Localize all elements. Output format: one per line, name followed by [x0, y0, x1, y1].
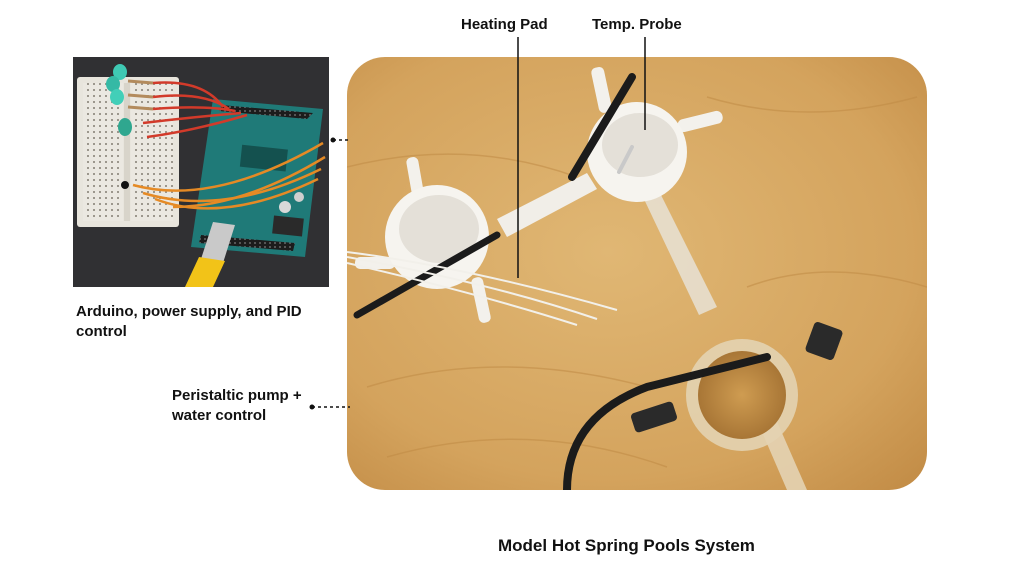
led-cluster	[106, 64, 132, 136]
figure-caption: Model Hot Spring Pools System	[498, 536, 755, 555]
breadboard	[77, 77, 179, 227]
usb-cable	[185, 222, 235, 287]
arduino-photo	[73, 57, 329, 287]
orange-wires	[132, 141, 326, 210]
resistors	[127, 79, 154, 111]
cables	[353, 73, 771, 490]
heating-pad-wires	[347, 251, 618, 326]
heating-pad-label: Heating Pad	[461, 16, 548, 33]
hot-spring-pools-photo	[347, 57, 927, 490]
arduino-label: Arduino, power supply, and PID control	[76, 303, 302, 340]
arduino-board	[191, 99, 323, 257]
temp-probe-label: Temp. Probe	[592, 16, 682, 33]
sand-ripples	[347, 96, 927, 468]
pool-top	[587, 66, 723, 202]
pool-left	[355, 157, 491, 323]
ground-dot	[121, 181, 129, 189]
red-wires	[142, 81, 248, 139]
pump-label: Peristaltic pump + water control	[172, 387, 302, 424]
